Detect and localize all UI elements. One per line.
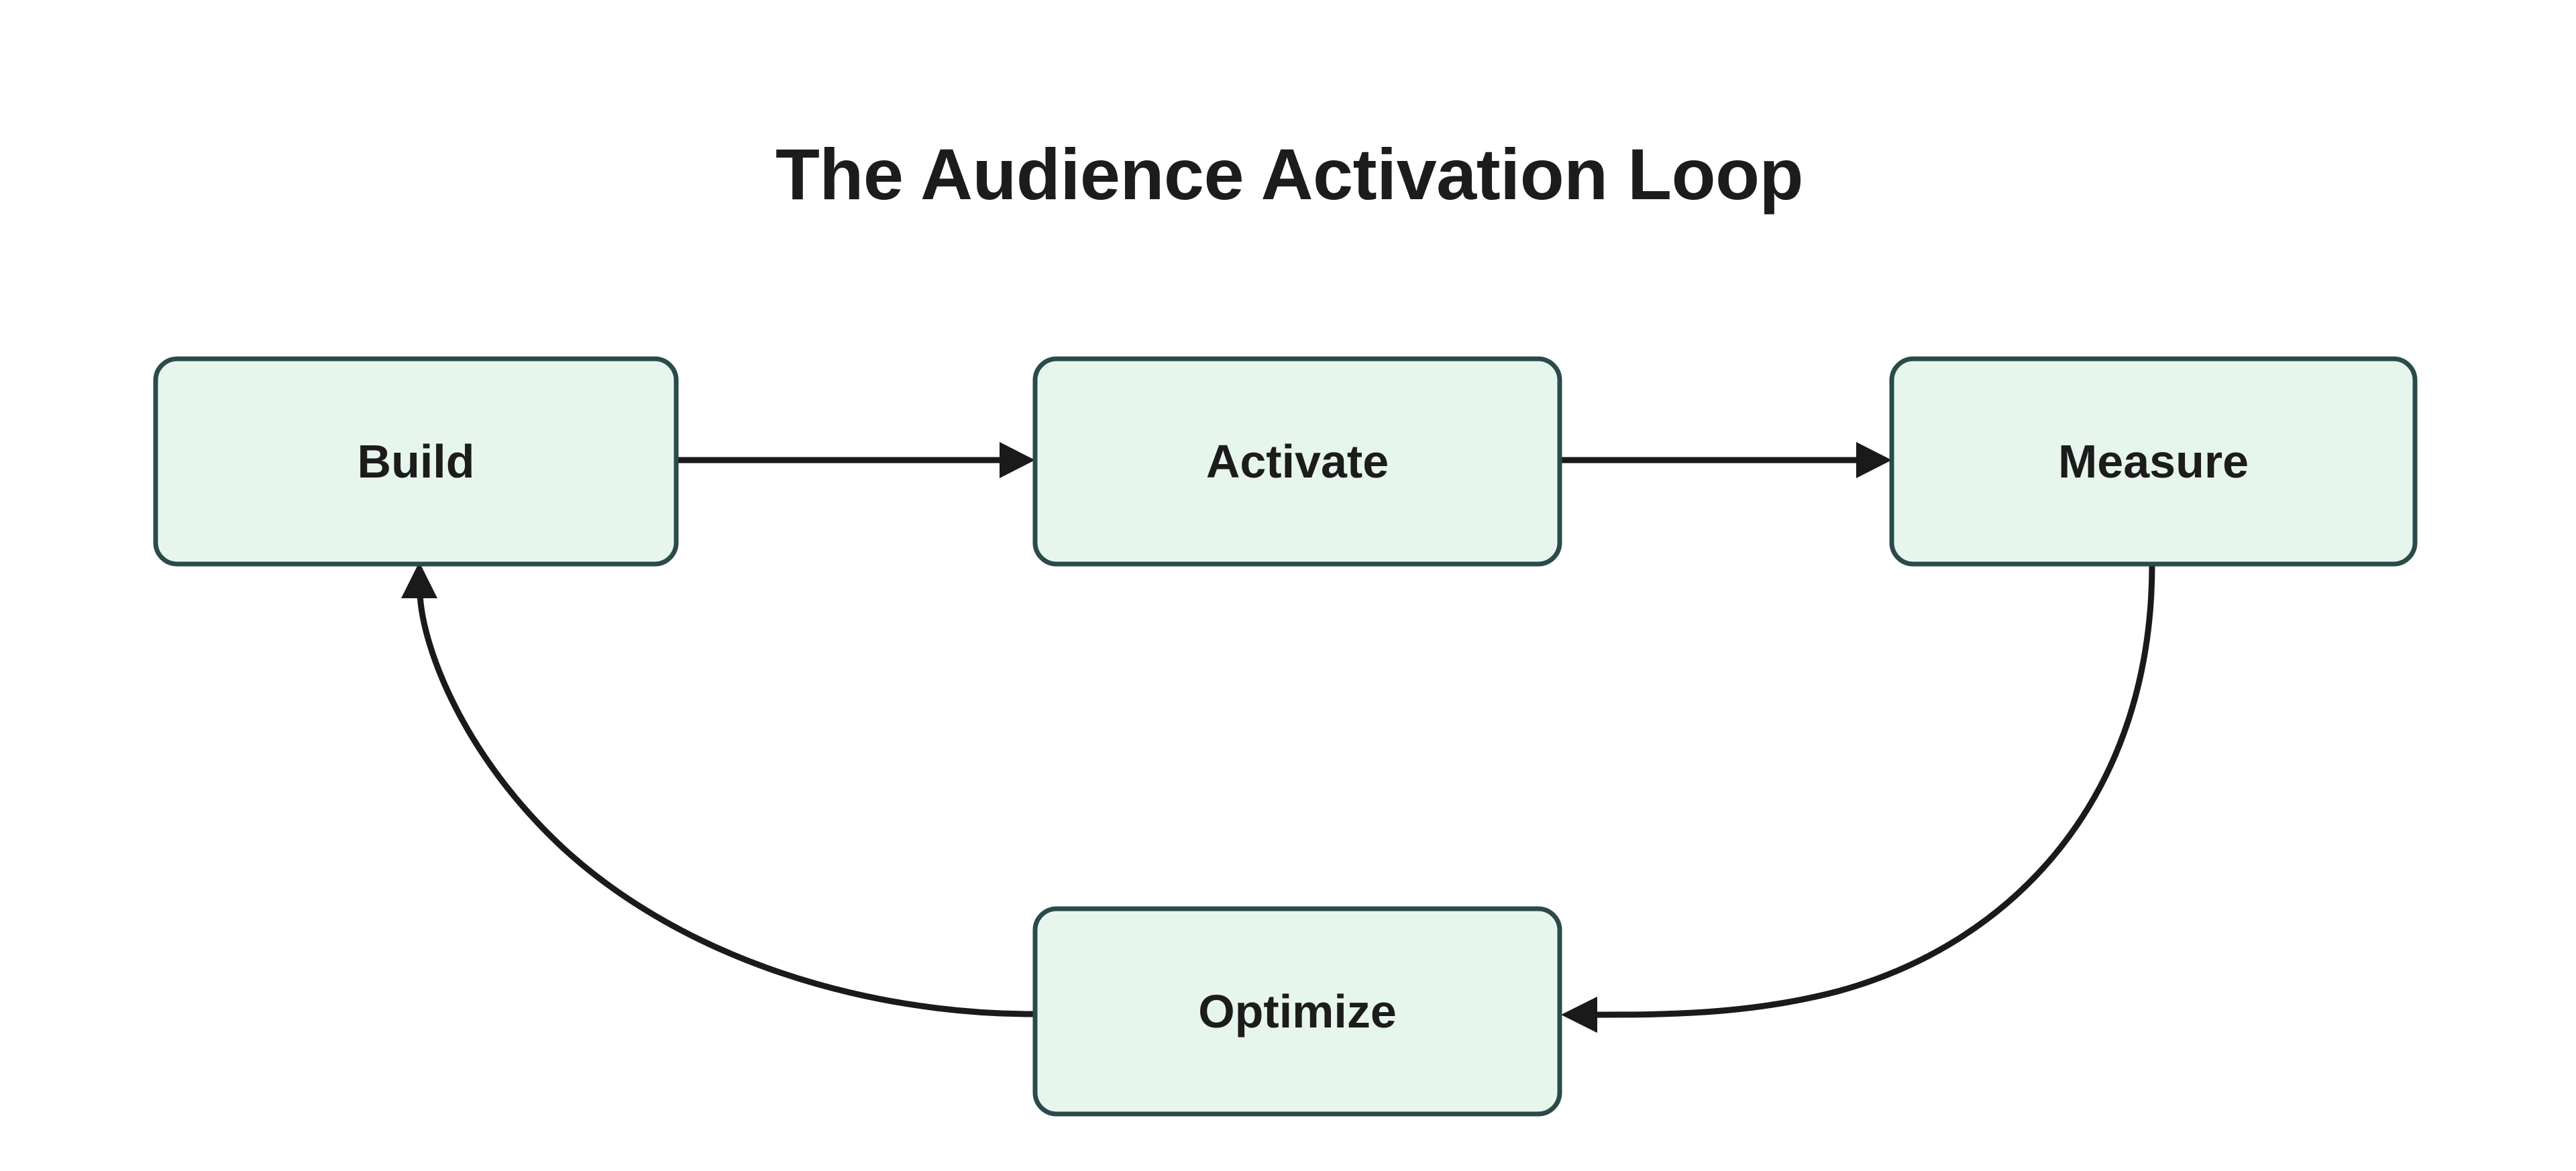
node-activate[interactable]: Activate: [1032, 356, 1562, 567]
arrowhead-icon: [1856, 442, 1892, 478]
node-shape[interactable]: [1889, 356, 2418, 567]
edge-build-to-activate: [678, 442, 1035, 478]
edge-activate-to-measure: [1561, 442, 1892, 478]
edge-curve: [1593, 564, 2155, 1018]
node-label-measure: Measure: [2058, 435, 2249, 488]
node-shape[interactable]: [1032, 356, 1562, 567]
arrowhead-icon: [401, 562, 437, 598]
arrowhead-icon: [1000, 442, 1035, 478]
page-title: The Audience Activation Loop: [775, 133, 1803, 215]
node-label-build: Build: [358, 435, 475, 488]
node-build[interactable]: Build: [153, 356, 679, 567]
edge-optimize-to-build: [401, 562, 1034, 1017]
arrowhead-icon: [1561, 997, 1597, 1033]
node-measure[interactable]: Measure: [1889, 356, 2418, 567]
edge-curve: [417, 594, 1034, 1017]
node-label-optimize: Optimize: [1198, 985, 1397, 1038]
node-shape[interactable]: [153, 356, 679, 567]
edge-measure-to-optimize: [1561, 564, 2155, 1033]
node-optimize[interactable]: Optimize: [1032, 906, 1562, 1117]
node-label-activate: Activate: [1206, 435, 1389, 488]
node-shape[interactable]: [1032, 906, 1562, 1117]
